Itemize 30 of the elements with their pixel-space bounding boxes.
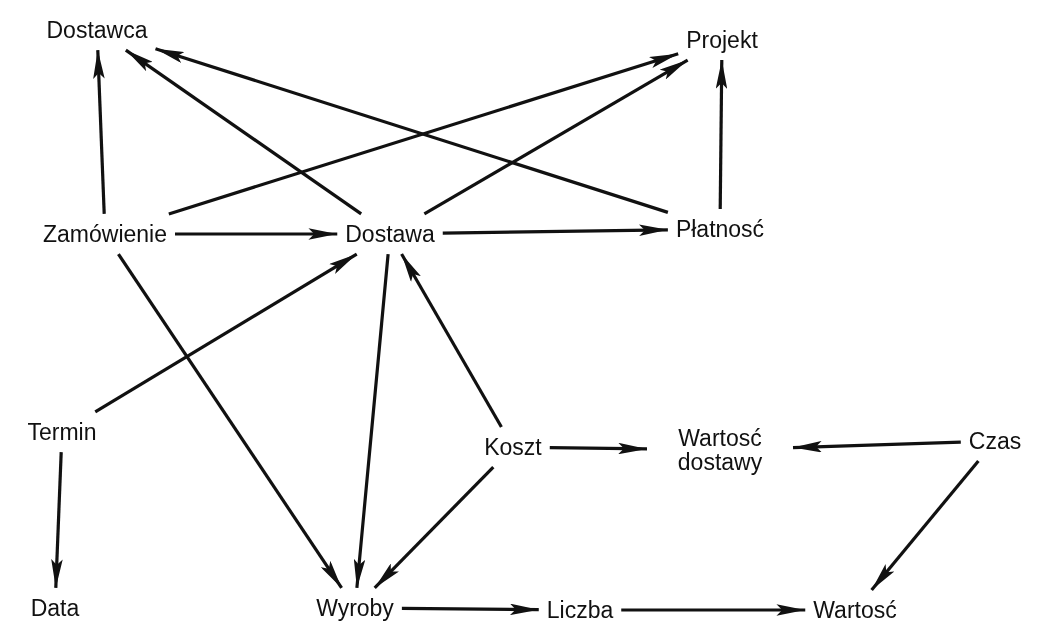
arrow (442, 224, 668, 236)
arrow (353, 253, 390, 589)
arrow (423, 58, 689, 216)
arrow (117, 253, 343, 589)
node-label: Wartosć (813, 597, 897, 623)
node-label: Termin (27, 419, 97, 445)
arrow (175, 228, 338, 240)
node-label: Koszt (484, 434, 542, 460)
arrow (400, 253, 503, 428)
node-label: Projekt (686, 27, 758, 53)
node-label: Dostawa (345, 221, 435, 247)
arrow (401, 603, 539, 616)
node-label: Liczba (546, 597, 614, 623)
node-label: Dostawca (46, 17, 148, 43)
node-label: Płatnosć (675, 216, 765, 242)
arrow (94, 252, 358, 414)
arrow (870, 460, 980, 591)
node-label: Zamówienie (43, 221, 167, 247)
node-label: Wyroby (316, 595, 394, 621)
arrow (124, 48, 363, 216)
node-label: Data (30, 595, 80, 621)
arrow (93, 50, 106, 214)
arrow (621, 604, 806, 616)
node-label: Czas (968, 428, 1022, 454)
arrow (51, 452, 63, 588)
arrow (715, 60, 728, 209)
node-label: Wartosć dostawy (655, 425, 785, 475)
arrow (549, 442, 648, 455)
arrow (792, 440, 961, 453)
arrow (373, 465, 495, 590)
